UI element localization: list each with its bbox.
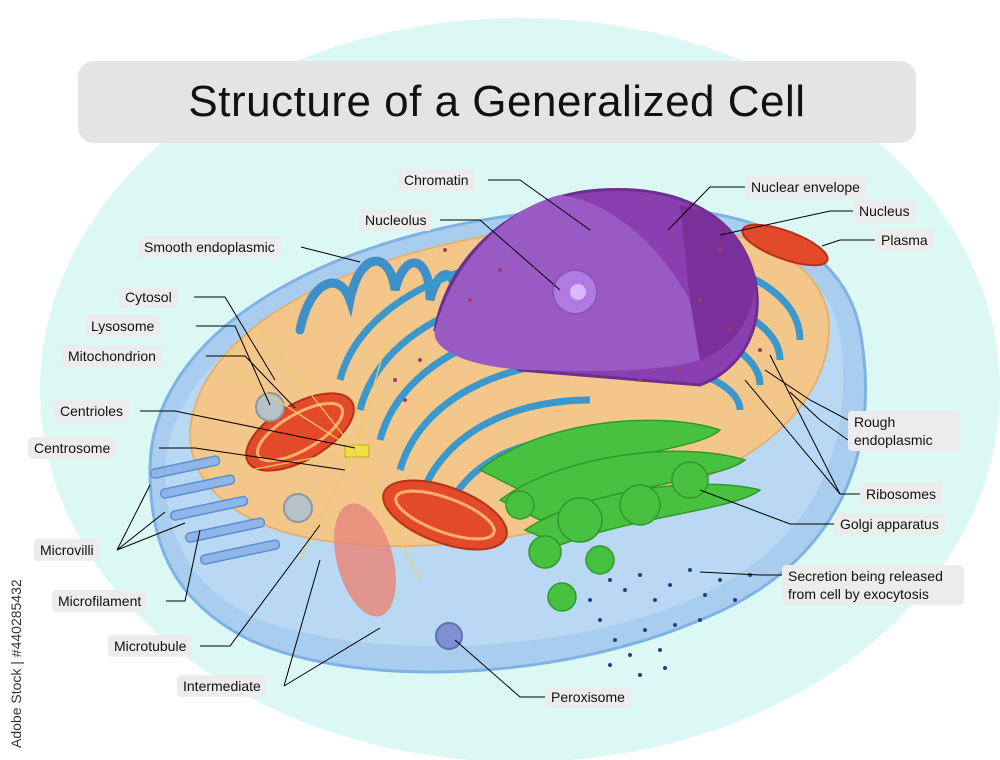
page-title: Structure of a Generalized Cell bbox=[188, 77, 806, 126]
label-cytosol: Cytosol bbox=[119, 286, 178, 308]
mitochondrion-1-cristae bbox=[255, 401, 345, 463]
secretion-vesicles bbox=[588, 568, 752, 677]
lysosome-2 bbox=[283, 493, 313, 523]
ribosomes bbox=[393, 248, 762, 402]
mitochondrion-2 bbox=[382, 479, 508, 551]
watermark-container: Adobe Stock | #440285432 bbox=[8, 518, 28, 748]
label-secretion: Secretion being released from cell by ex… bbox=[782, 565, 964, 605]
microtubules bbox=[229, 329, 421, 581]
peroxisome bbox=[435, 622, 463, 650]
label-microvilli: Microvilli bbox=[34, 539, 100, 561]
lysosome bbox=[255, 392, 285, 422]
label-rough-er: Rough endoplasmic bbox=[848, 411, 960, 451]
golgi-apparatus bbox=[478, 419, 762, 612]
label-ribosomes: Ribosomes bbox=[860, 483, 943, 505]
mitochondrion-3 bbox=[334, 503, 396, 617]
label-centrosome: Centrosome bbox=[28, 437, 117, 459]
label-centrioles: Centrioles bbox=[54, 400, 130, 422]
nucleolus-core bbox=[570, 284, 586, 300]
mitochondrion-1 bbox=[245, 392, 355, 472]
label-microtubule: Microtubule bbox=[108, 635, 193, 657]
label-intermediate: Intermediate bbox=[177, 675, 267, 697]
leader-lines bbox=[116, 179, 877, 698]
watermark-text: Adobe Stock | #440285432 bbox=[8, 579, 24, 748]
label-peroxisome: Peroxisome bbox=[545, 686, 631, 708]
label-golgi: Golgi apparatus bbox=[834, 513, 945, 535]
nuclear-envelope bbox=[680, 205, 755, 360]
label-lysosome: Lysosome bbox=[85, 315, 161, 337]
label-plasma: Plasma bbox=[875, 229, 934, 251]
label-nucleus: Nucleus bbox=[853, 200, 916, 222]
label-chromatin: Chromatin bbox=[398, 169, 475, 191]
microvilli bbox=[149, 455, 281, 565]
label-microfilament: Microfilament bbox=[52, 590, 148, 612]
mitochondrion-2-cristae bbox=[394, 489, 496, 541]
label-nucleolus: Nucleolus bbox=[359, 209, 433, 231]
label-nuclear-envelope: Nuclear envelope bbox=[745, 176, 866, 198]
label-mitochondrion: Mitochondrion bbox=[62, 345, 162, 367]
label-smooth-er: Smooth endoplasmic bbox=[138, 236, 281, 258]
title-banner: Structure of a Generalized Cell bbox=[78, 61, 916, 143]
